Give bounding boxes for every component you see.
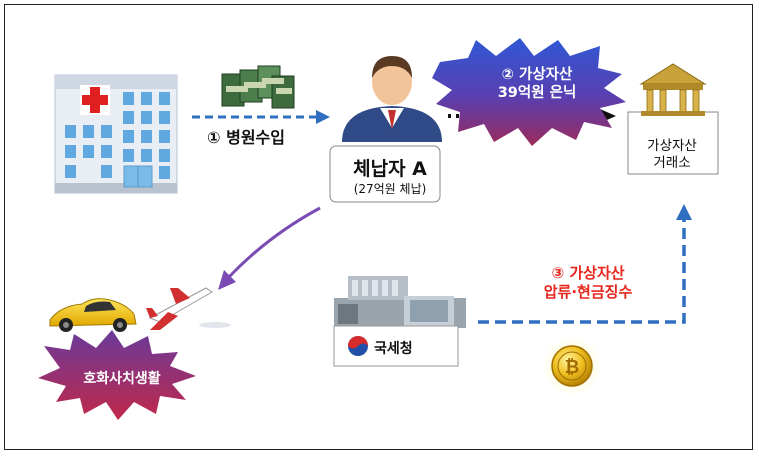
exchange-line1: 가상자산 <box>647 138 697 154</box>
luxury-life-label: 호화사치생활 <box>83 371 161 387</box>
nts-logo-icon <box>348 336 368 356</box>
step1-label: ① 병원수입 <box>207 128 285 147</box>
taxpayer-label-box <box>329 145 441 203</box>
step2-line2: 39억원 은닉 <box>497 85 577 101</box>
exchange-label: 가상자산 거래소 <box>628 138 716 172</box>
nts-name: 국세청 <box>374 341 413 357</box>
sports-car-icon <box>49 298 137 332</box>
step3-line1: ③ 가상자산 <box>551 264 625 282</box>
step2-label: ② 가상자산 39억원 은닉 <box>452 66 622 102</box>
arrow-nts-to-exchange-head <box>676 204 692 220</box>
luxury-life-burst <box>38 330 196 420</box>
hospital-icon <box>54 74 178 194</box>
arrow-nts-to-exchange <box>478 218 686 324</box>
svg-text:₿: ₿ <box>565 357 580 378</box>
step3-label: ③ 가상자산 압류·현금징수 <box>498 264 678 302</box>
money-stack-icon <box>221 65 295 109</box>
arrow-taxpayer-to-luxury-head <box>218 270 236 290</box>
nts-building-icon <box>334 276 466 328</box>
step2-line1: ② 가상자산 <box>501 67 573 83</box>
exchange-line2: 거래소 <box>653 155 691 171</box>
person-icon <box>342 56 442 142</box>
arrow-hospital-to-taxpayer-head <box>316 110 330 124</box>
step3-line2: 압류·현금징수 <box>543 283 633 301</box>
bank-icon <box>627 63 719 175</box>
bitcoin-coin-icon: ₿ <box>542 336 602 396</box>
taxpayer-name: 체납자 A <box>353 158 427 180</box>
arrow-taxpayer-to-luxury <box>226 206 321 280</box>
airplane-icon <box>146 287 231 330</box>
hidden-assets-burst <box>432 38 626 146</box>
taxpayer-note: (27억원 체납) <box>353 182 427 196</box>
